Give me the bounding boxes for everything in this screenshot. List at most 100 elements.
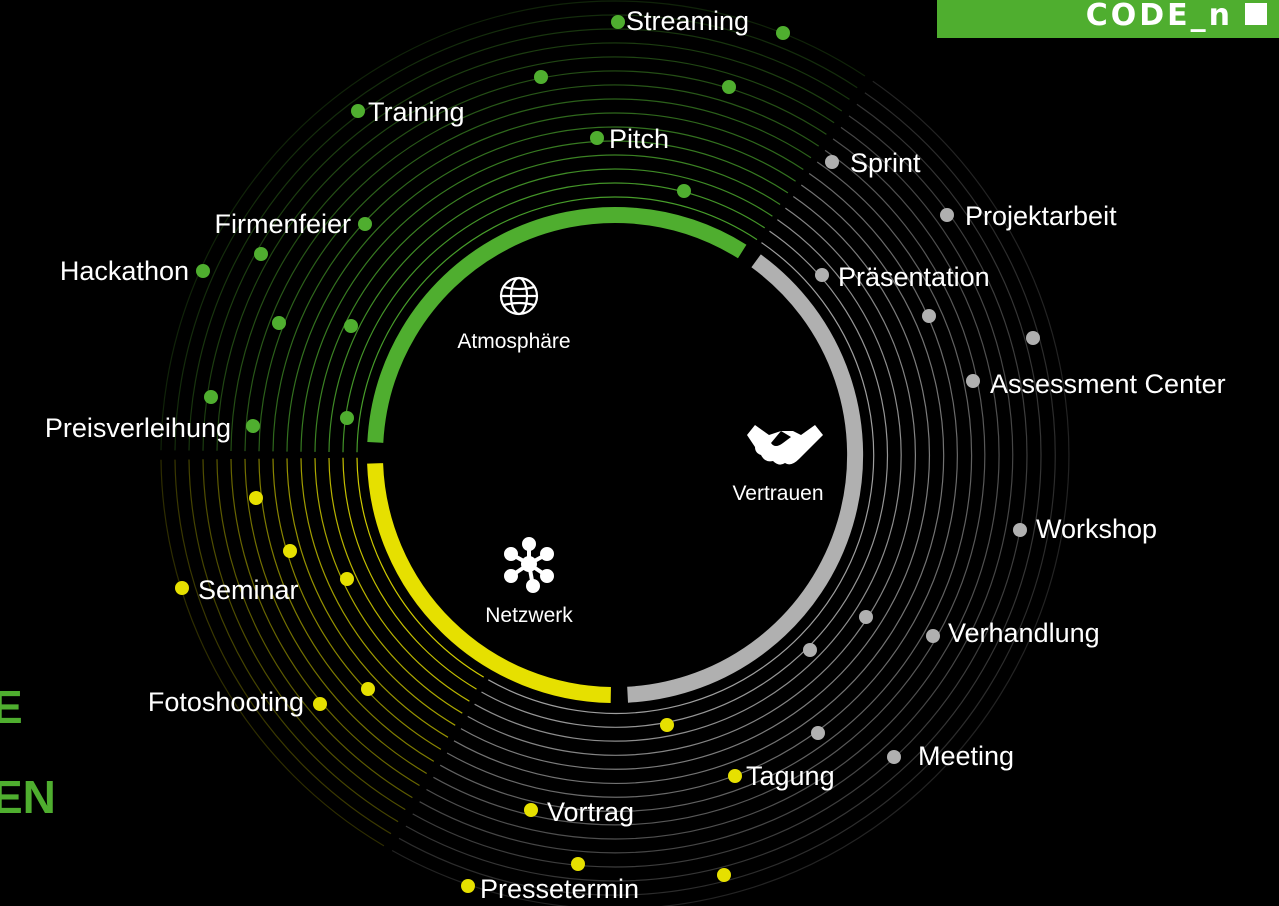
- item-label: Verhandlung: [948, 618, 1100, 648]
- ring-dot: [340, 411, 354, 425]
- item-label: Vortrag: [547, 797, 634, 827]
- ring-dot: [344, 319, 358, 333]
- ring-dot: [717, 868, 731, 882]
- ring-dot: [677, 184, 691, 198]
- ring-dot: [859, 610, 873, 624]
- ring-dot: [272, 316, 286, 330]
- ring-dot: [361, 682, 375, 696]
- item-label: Pressetermin: [480, 874, 639, 904]
- ring-arc: [258, 98, 812, 452]
- ring-dot: [283, 544, 297, 558]
- item-dot: [461, 879, 475, 893]
- item-dot: [524, 803, 538, 817]
- ring-arc: [419, 126, 1014, 854]
- ring-dot: [803, 643, 817, 657]
- ring-dot: [811, 726, 825, 740]
- item-dot: [940, 208, 954, 222]
- item-dot: [887, 750, 901, 764]
- item-dot: [815, 268, 829, 282]
- ring-dot: [249, 491, 263, 505]
- item-label: Projektarbeit: [965, 201, 1117, 231]
- ring-arc: [230, 458, 420, 787]
- item-dot: [611, 15, 625, 29]
- ring-dot: [1026, 331, 1040, 345]
- ring-dot: [534, 70, 548, 84]
- item-label: Pitch: [609, 124, 669, 154]
- handshake-icon: [747, 425, 823, 465]
- ring-arc: [216, 459, 413, 799]
- headline-line-2: EN: [0, 771, 56, 823]
- headline-line-1: E: [0, 681, 23, 733]
- logo-text: CODE_n: [1085, 0, 1233, 33]
- item-dot: [728, 769, 742, 783]
- ring-arc: [433, 149, 986, 826]
- item-dot: [590, 131, 604, 145]
- item-label: Assessment Center: [990, 369, 1226, 399]
- ring-arc: [244, 84, 820, 452]
- item-dot: [966, 374, 980, 388]
- ring-arc: [202, 42, 843, 451]
- category-arcs: [367, 207, 864, 703]
- ring-arc: [405, 103, 1042, 882]
- segment-label-atmosphaere: Atmosphäre: [457, 330, 570, 353]
- network-icon: [504, 537, 554, 593]
- item-label: Präsentation: [838, 262, 990, 292]
- ring-arc: [244, 458, 428, 775]
- segment-label-netzwerk: Netzwerk: [485, 604, 573, 627]
- item-dot: [196, 264, 210, 278]
- item-label: Preisverleihung: [45, 413, 231, 443]
- item-dot: [175, 581, 189, 595]
- ring-arc: [188, 28, 850, 451]
- yellow-category-arc: [367, 463, 611, 703]
- item-dot: [1013, 523, 1027, 537]
- ring-arc: [272, 112, 804, 452]
- ring-arc: [446, 173, 958, 798]
- item-dot: [926, 629, 940, 643]
- segment-label-vertrauen: Vertrauen: [732, 482, 823, 505]
- free-dots: [204, 26, 1040, 882]
- ring-arc: [398, 92, 1056, 896]
- ring-dot: [660, 718, 674, 732]
- ring-arc: [258, 458, 435, 762]
- ring-dot: [776, 26, 790, 40]
- item-dot: [358, 217, 372, 231]
- ring-arc: [314, 458, 463, 714]
- ring-dot: [922, 309, 936, 323]
- green-category-arc: [367, 207, 747, 443]
- ring-dot: [722, 80, 736, 94]
- ring-arc: [174, 459, 392, 835]
- gray-category-arc: [627, 254, 864, 703]
- item-dot: [351, 104, 365, 118]
- item-label: Workshop: [1036, 514, 1157, 544]
- ring-arc: [488, 242, 875, 715]
- item-label: Hackathon: [60, 256, 189, 286]
- ring-arc: [300, 458, 456, 726]
- item-dot: [246, 419, 260, 433]
- item-label: Tagung: [746, 761, 835, 791]
- ring-arc: [356, 457, 485, 678]
- ring-arc: [460, 196, 930, 770]
- ring-arc: [188, 459, 399, 823]
- ring-arc: [426, 138, 1000, 840]
- item-label: Firmenfeier: [214, 209, 351, 239]
- ring-arc: [356, 196, 758, 453]
- item-label: Streaming: [626, 6, 749, 36]
- ring-arc: [412, 115, 1028, 868]
- item-label: Meeting: [918, 741, 1014, 771]
- ring-arc: [202, 459, 406, 811]
- logo-square: [1245, 3, 1267, 25]
- ring-arc: [342, 457, 477, 690]
- ring-arc: [286, 458, 449, 738]
- item-dot: [825, 155, 839, 169]
- item-label: Sprint: [850, 148, 921, 178]
- ring-arc: [391, 80, 1070, 906]
- ring-arc: [439, 161, 973, 812]
- ring-arc: [216, 56, 835, 451]
- ring-arc: [160, 0, 866, 451]
- item-label: Training: [368, 97, 465, 127]
- ring-arc: [328, 168, 773, 453]
- ring-dot: [204, 390, 218, 404]
- ring-arc: [174, 14, 858, 451]
- ring-arc: [314, 154, 781, 452]
